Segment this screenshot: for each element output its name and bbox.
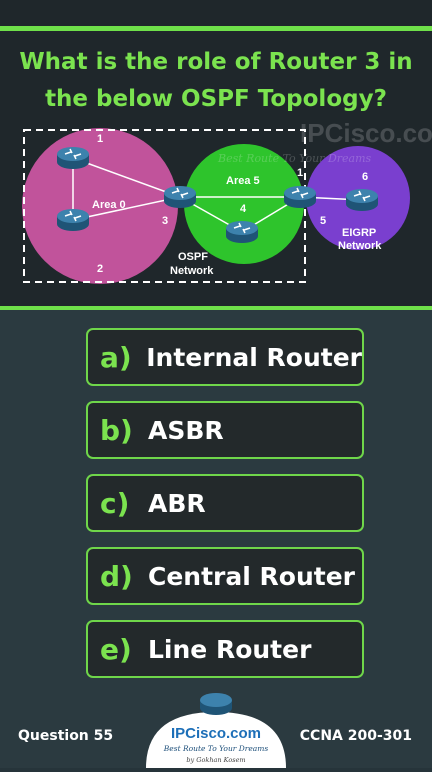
area-0-label: Area 0 bbox=[92, 199, 126, 211]
option-a-button[interactable]: a) Internal Router bbox=[86, 328, 364, 386]
option-c-letter: c) bbox=[100, 486, 130, 520]
diagram-watermark-tagline: Best Route To Your Dreams bbox=[217, 152, 372, 165]
option-d-letter: d) bbox=[100, 559, 133, 593]
option-c-text: ABR bbox=[148, 488, 206, 518]
option-b-text: ASBR bbox=[148, 415, 224, 445]
answers-background bbox=[0, 310, 432, 768]
option-b-letter: b) bbox=[100, 413, 133, 447]
option-d-text: Central Router bbox=[148, 561, 355, 591]
ospf-label-line1: OSPF bbox=[178, 251, 208, 263]
router-1b-icon bbox=[283, 185, 317, 209]
router-number-1: 1 bbox=[97, 133, 103, 145]
option-a-text: Internal Router bbox=[146, 342, 362, 372]
router-2-icon bbox=[56, 208, 90, 232]
question-line-1: What is the role of Router 3 in bbox=[19, 49, 413, 75]
question-text: What is the role of Router 3 in the belo… bbox=[12, 44, 420, 118]
logo-name: IPCisco.com bbox=[171, 725, 261, 742]
router-number-3: 3 bbox=[162, 215, 168, 227]
top-divider bbox=[0, 26, 432, 31]
router-number-6: 6 bbox=[362, 171, 368, 183]
logo-router-icon bbox=[200, 693, 232, 715]
eigrp-label-line2: Network bbox=[338, 240, 382, 252]
area-5-circle bbox=[184, 144, 304, 264]
ipcisco-logo: IPCisco.com Best Route To Your Dreams by… bbox=[136, 690, 296, 768]
area-0-circle bbox=[22, 128, 178, 284]
ospf-label-line2: Network bbox=[170, 265, 214, 277]
router-6-icon bbox=[345, 188, 379, 212]
logo-graphic: IPCisco.com Best Route To Your Dreams by… bbox=[146, 693, 286, 768]
area-5-label: Area 5 bbox=[226, 175, 260, 187]
question-number: Question 55 bbox=[18, 728, 114, 744]
router-4-icon bbox=[225, 220, 259, 244]
router-number-4: 4 bbox=[240, 203, 247, 215]
bottom-divider bbox=[0, 306, 432, 311]
option-e-letter: e) bbox=[100, 632, 132, 666]
router-number-1b: 1 bbox=[297, 167, 303, 179]
diagram-watermark: IPCisco.com bbox=[300, 120, 432, 148]
router-number-2: 2 bbox=[97, 263, 103, 275]
router-number-5: 5 bbox=[320, 215, 326, 227]
option-e-button[interactable]: e) Line Router bbox=[86, 620, 364, 678]
option-c-button[interactable]: c) ABR bbox=[86, 474, 364, 532]
option-e-text: Line Router bbox=[148, 634, 312, 664]
router-1-icon bbox=[56, 146, 90, 170]
option-b-button[interactable]: b) ASBR bbox=[86, 401, 364, 459]
router-3-icon bbox=[163, 185, 197, 209]
ospf-topology-diagram: 1 2 3 4 1 5 6 Area 0 Area 5 OSPF Network… bbox=[22, 120, 432, 284]
logo-tagline: Best Route To Your Dreams bbox=[163, 744, 269, 753]
eigrp-label-line1: EIGRP bbox=[342, 227, 376, 239]
option-d-button[interactable]: d) Central Router bbox=[86, 547, 364, 605]
question-line-2: the below OSPF Topology? bbox=[45, 86, 387, 112]
exam-code: CCNA 200-301 bbox=[299, 728, 412, 744]
option-a-letter: a) bbox=[100, 340, 132, 374]
logo-author: by Gokhan Kosem bbox=[186, 756, 245, 764]
